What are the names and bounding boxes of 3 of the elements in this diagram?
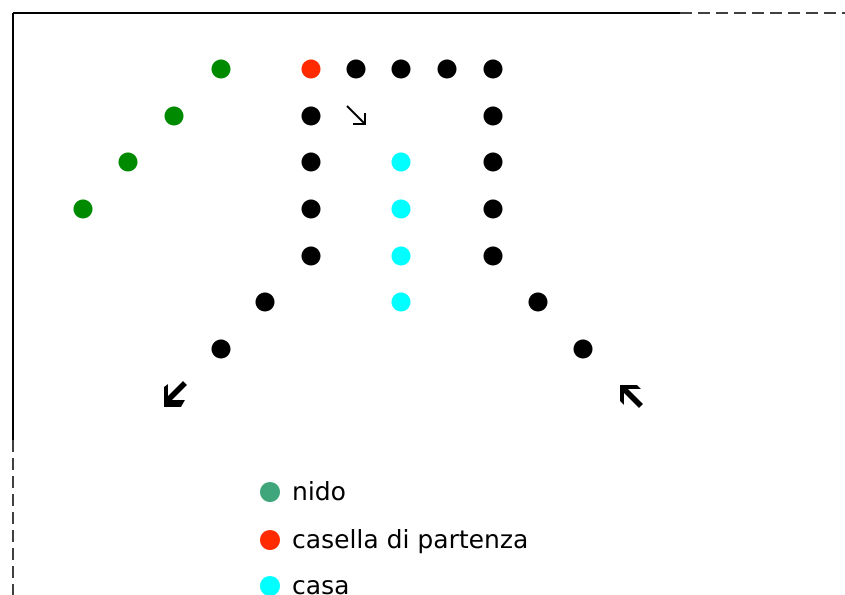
legend-label: nido (292, 477, 346, 507)
legend-label: casella di partenza (292, 525, 528, 555)
legend-label: casa (292, 571, 350, 595)
